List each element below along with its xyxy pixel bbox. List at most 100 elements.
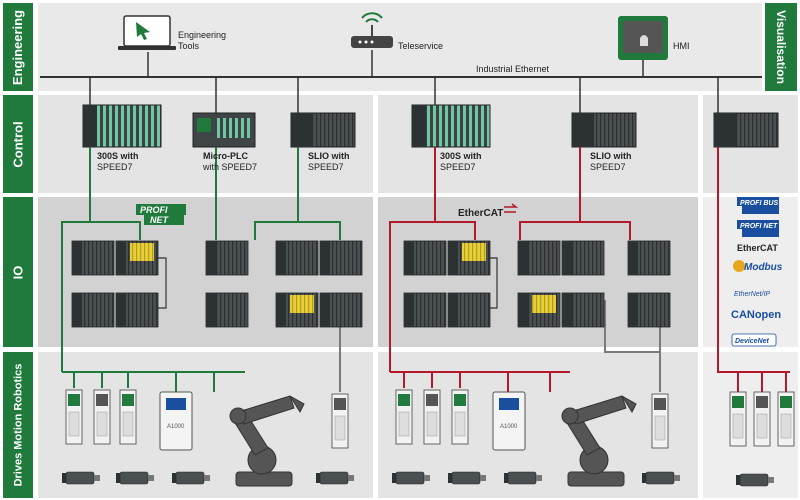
io-module-stack xyxy=(561,292,605,328)
io-module-stack xyxy=(275,240,319,276)
profinet-logo-bottom-text: NET xyxy=(150,215,170,225)
servo-drive xyxy=(777,391,795,447)
io-module-stack xyxy=(205,240,249,276)
industrial-ethernet-label: Industrial Ethernet xyxy=(476,64,550,74)
band-label-drives: Drives Motion Robotics xyxy=(3,352,33,498)
servo-drive xyxy=(395,389,413,445)
io-module-stack xyxy=(403,240,447,276)
io-module-stack xyxy=(403,292,447,328)
frequency-inverter-middle xyxy=(492,391,526,451)
ethercat-logo-text: EtherCAT xyxy=(458,208,503,219)
ethercat-logo: EtherCAT xyxy=(458,203,519,219)
servo-motor xyxy=(448,471,486,485)
io-module-stack xyxy=(205,292,249,328)
io-module-stacks xyxy=(71,240,671,328)
servo-motor xyxy=(116,471,154,485)
controller-c5-label-line2: SPEED7 xyxy=(590,162,626,172)
band-label-visualisation: Visualisation xyxy=(765,3,797,91)
io-module-stack xyxy=(561,240,605,276)
protocol-canopen-text: CANopen xyxy=(731,309,781,321)
protocol-modbus-text: Modbus xyxy=(744,262,783,273)
protocol-profibus-text: PROFI BUS xyxy=(740,200,778,207)
frequency-inverter-left xyxy=(159,391,193,451)
controller-c5-slio xyxy=(571,112,637,148)
protocol-profinet-text: PROFI NET xyxy=(740,223,778,230)
band-label-io: IO xyxy=(3,197,33,347)
servo-drive xyxy=(331,393,349,449)
controller-c6-slio xyxy=(713,112,779,148)
controller-c3-slio xyxy=(290,112,356,148)
inverter-model-left: A1000 xyxy=(167,424,185,430)
servo-motor xyxy=(172,471,210,485)
io-module-stack xyxy=(627,292,671,328)
servo-motor xyxy=(62,471,100,485)
controller-c1-label-line2: SPEED7 xyxy=(97,162,133,172)
servo-drive xyxy=(451,389,469,445)
io-module-stack xyxy=(517,292,561,328)
servo-drive xyxy=(753,391,771,447)
laptop-icon xyxy=(118,15,176,50)
servo-motor xyxy=(504,471,542,485)
controller-c2-label: Micro-PLC with SPEED7 xyxy=(203,151,257,173)
controller-c4-label: 300S with SPEED7 xyxy=(440,151,482,173)
io-module-stack xyxy=(627,240,671,276)
hmi-touchpanel-icon xyxy=(618,16,668,60)
band-label-engineering: Engineering xyxy=(3,3,33,91)
controller-c3-label-line1: SLIO with xyxy=(308,151,350,161)
teleservice-label: Teleservice xyxy=(398,41,444,51)
protocol-ethernetip-text: EtherNet/IP xyxy=(734,291,771,298)
ethercat-network-lines xyxy=(389,147,631,392)
io-link-cable xyxy=(489,257,498,309)
servo-drive-units xyxy=(65,389,795,449)
controller-c5-label: SLIO with SPEED7 xyxy=(590,151,632,173)
protocol-devicenet-text: DeviceNet xyxy=(735,338,770,345)
band-label-control: Control xyxy=(3,95,33,193)
io-module-stack xyxy=(319,240,363,276)
engineering-tools-label-line1: Engineering xyxy=(178,30,227,40)
profinet-network-lines xyxy=(61,147,341,392)
protocol-logo-modbus: Modbus xyxy=(733,260,783,273)
controller-c3-label-line2: SPEED7 xyxy=(308,162,344,172)
servo-drive xyxy=(93,389,111,445)
controller-c4-label-line1: 300S with xyxy=(440,151,482,161)
router-icon xyxy=(351,12,393,48)
protocol-logo-profibus: PROFI BUS xyxy=(737,197,779,214)
io-module-stack xyxy=(275,292,319,328)
controller-c5-label-line1: SLIO with xyxy=(590,151,632,161)
controller-c1 xyxy=(82,104,162,148)
servo-drive xyxy=(423,389,441,445)
io-module-stack xyxy=(447,240,491,276)
io-module-stack xyxy=(319,292,363,328)
controller-c1-label: 300S with SPEED7 xyxy=(97,151,139,173)
ethercat-right-lines xyxy=(717,147,790,392)
controller-c2-label-line1: Micro-PLC xyxy=(203,151,248,161)
controller-c1-label-line1: 300S with xyxy=(97,151,139,161)
protocol-logo-devicenet: DeviceNet xyxy=(731,333,777,347)
inverter-model-middle: A1000 xyxy=(500,424,518,430)
servo-motor xyxy=(316,471,354,485)
controller-c4-label-line2: SPEED7 xyxy=(440,162,476,172)
controller-c2-label-line2: with SPEED7 xyxy=(203,162,258,172)
engineering-tools-label-line2: Tools xyxy=(178,41,200,51)
profinet-logo-top-text: PROFI xyxy=(140,205,168,215)
controller-c3-label: SLIO with SPEED7 xyxy=(308,151,350,173)
profinet-logo: PROFI NET xyxy=(136,204,186,225)
servo-drive xyxy=(119,389,137,445)
hmi-label: HMI xyxy=(673,41,690,51)
servo-motors xyxy=(62,471,774,487)
protocol-logo-profinet: PROFI NET xyxy=(737,220,779,237)
controller-c4 xyxy=(411,104,491,148)
robot-arm-middle xyxy=(561,395,637,487)
io-module-stack xyxy=(115,292,159,328)
io-module-stack xyxy=(447,292,491,328)
protocol-ethercat-text: EtherCAT xyxy=(737,243,778,253)
servo-motor xyxy=(392,471,430,485)
io-link-cable xyxy=(158,257,167,309)
servo-motor xyxy=(736,473,774,487)
engineering-tools-label: Engineering Tools xyxy=(178,30,226,52)
gray-io-link-line xyxy=(604,300,660,353)
io-module-stack xyxy=(71,292,115,328)
robot-arm-left xyxy=(229,395,305,487)
